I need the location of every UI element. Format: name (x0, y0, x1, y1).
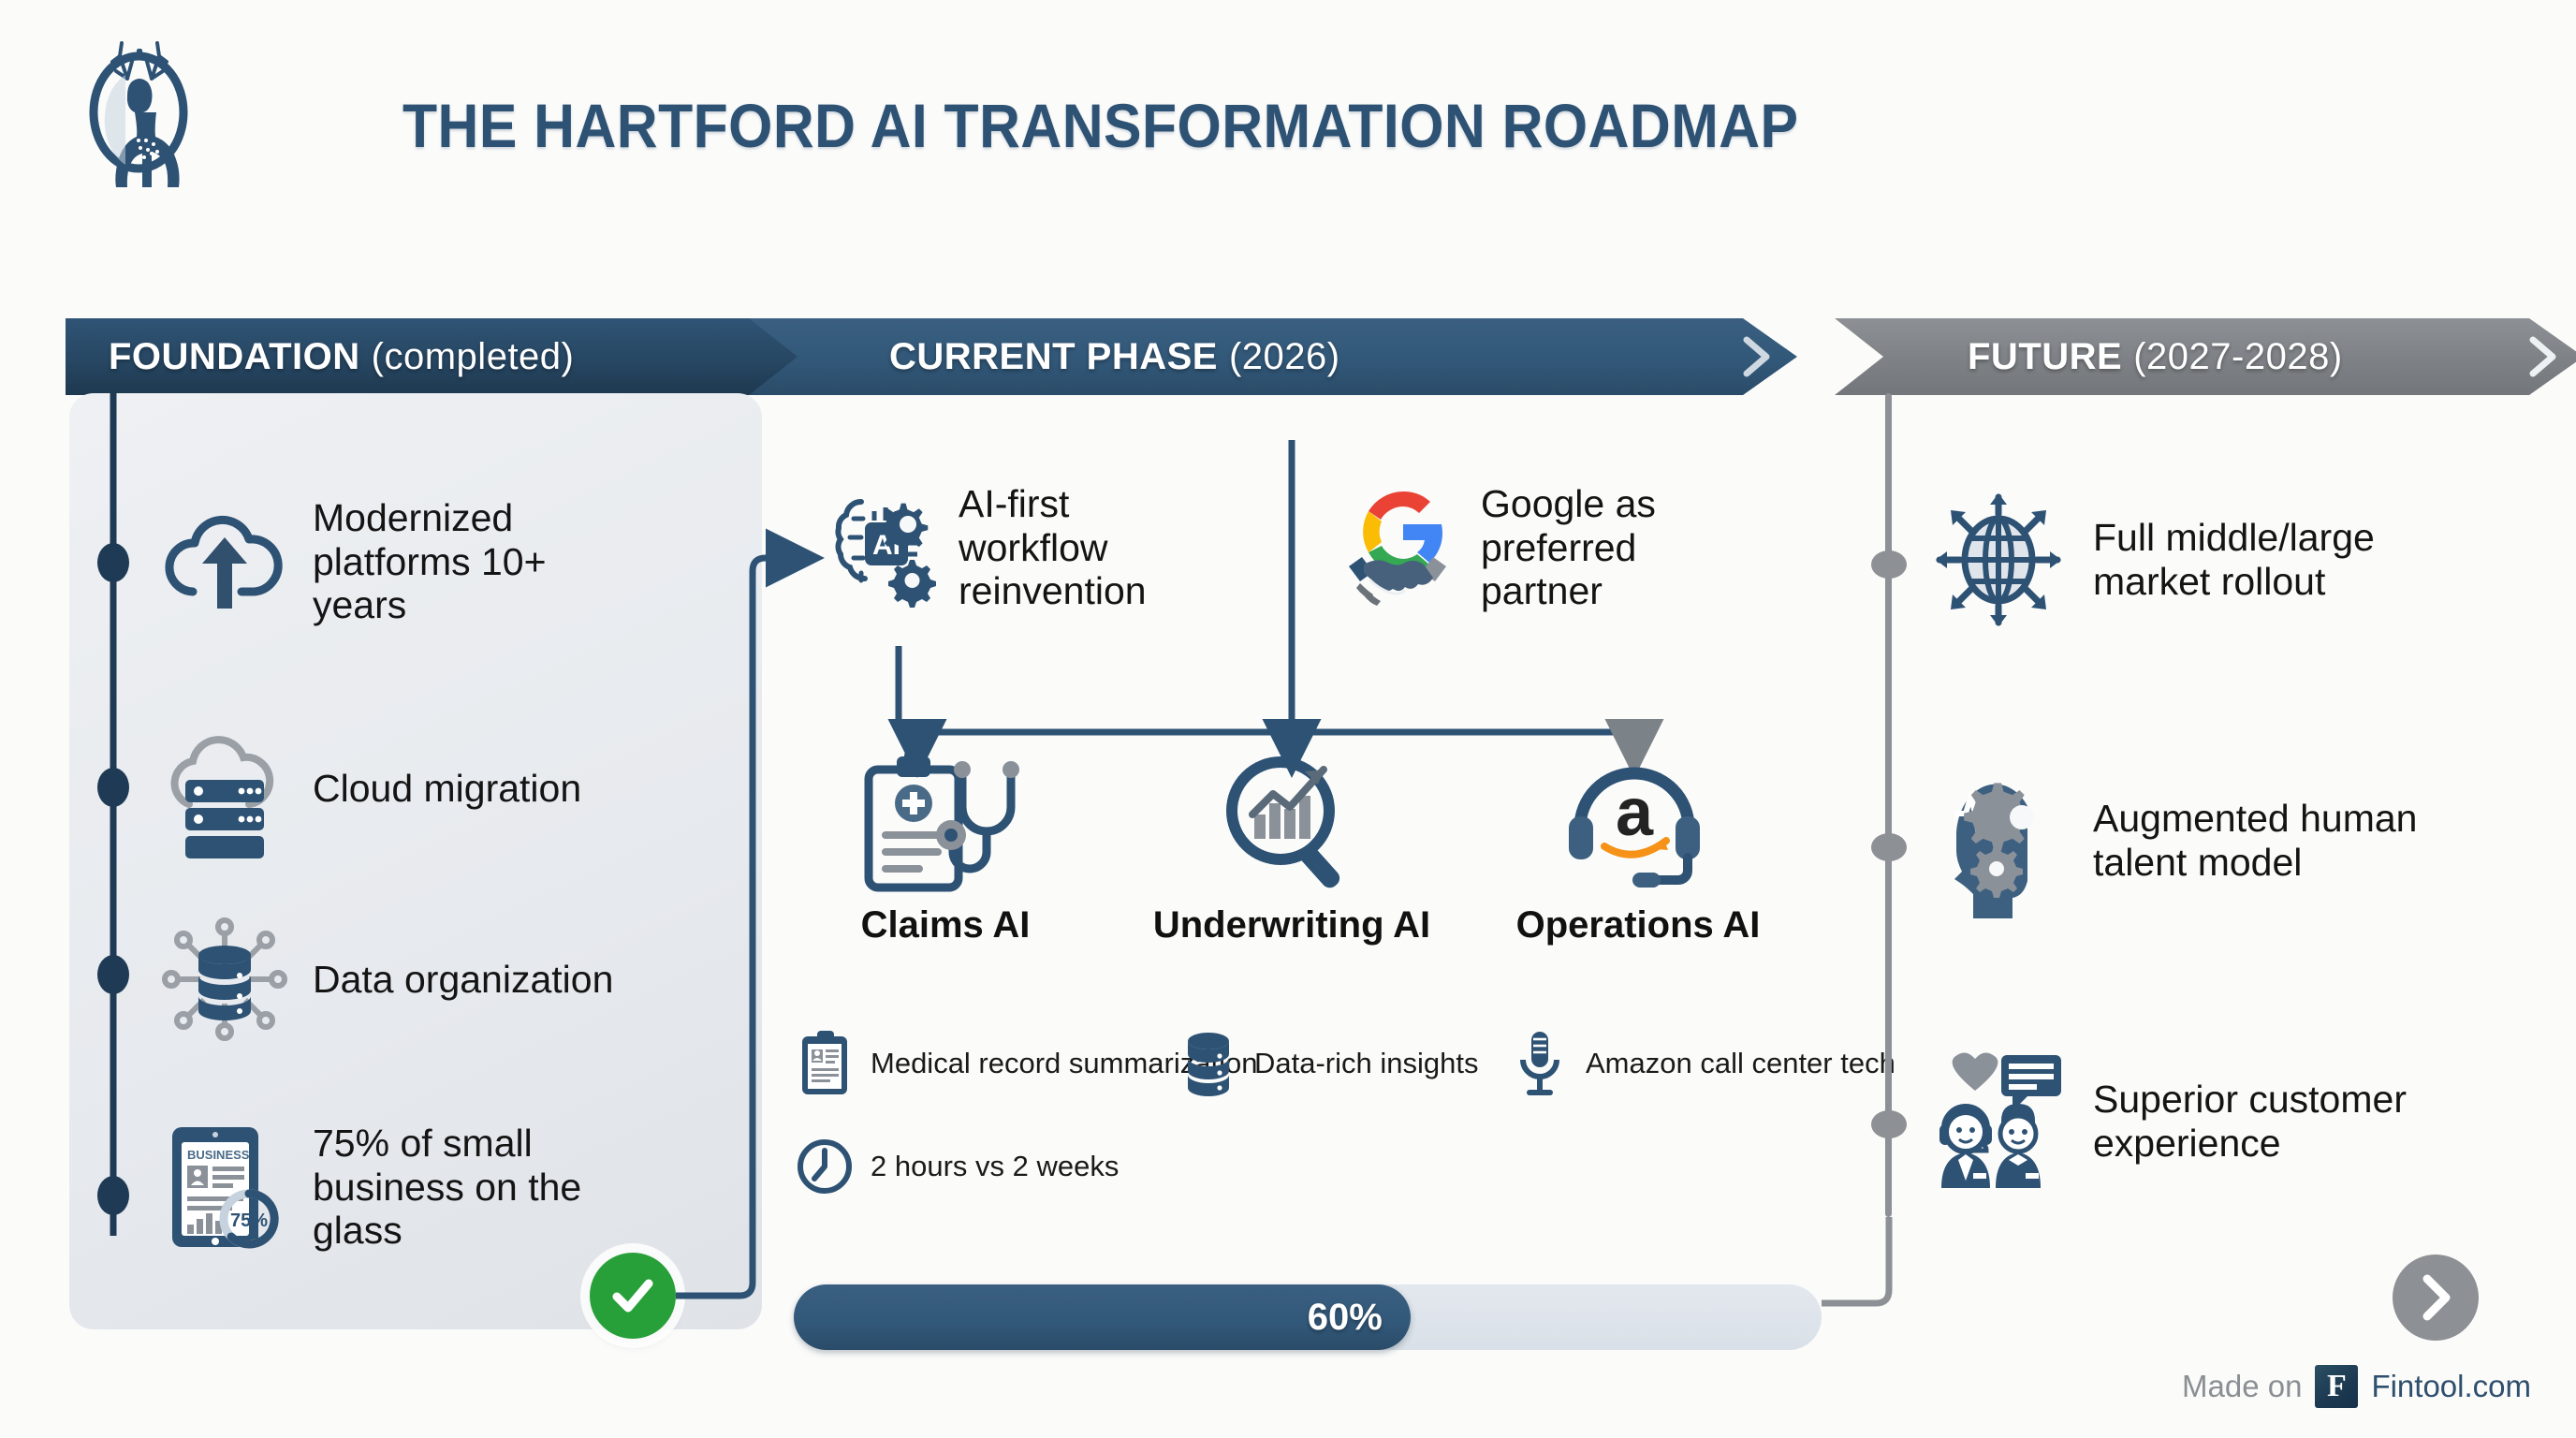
clock-icon (794, 1133, 856, 1200)
phase-status-current: (2026) (1228, 335, 1340, 377)
detail-2-hours-vs-2-weeks[interactable]: 2 hours vs 2 weeks (794, 1133, 1119, 1200)
phase-name-current: CURRENT PHASE (889, 335, 1218, 377)
current-item-google-partner[interactable]: Google as preferred partner (1346, 482, 1734, 613)
page-title: THE HARTFORD AI TRANSFORMATION ROADMAP (402, 91, 1799, 160)
timeline-dot-foundation-1 (97, 543, 129, 582)
chevron-right-icon[interactable] (2393, 1255, 2479, 1341)
phase-banner-current[interactable]: CURRENT PHASE (2026) (749, 318, 1797, 395)
support-agents-icon (1928, 1052, 2069, 1188)
detail-amazon-call-center-tech[interactable]: Amazon call center tech (1509, 1030, 1895, 1097)
detail-label: Data-rich insights (1254, 1046, 1479, 1079)
phase-status-foundation: (completed) (371, 335, 575, 377)
future-item-market-rollout[interactable]: Full middle/large market rollout (1928, 493, 2467, 626)
pillar-underwriting-ai[interactable]: Underwriting AI (1151, 749, 1432, 946)
google-handshake-icon (1346, 492, 1460, 607)
check-circle-icon (590, 1253, 676, 1339)
progress-fill: 60% (794, 1284, 1411, 1350)
foundation-item-label: Data organization (313, 957, 614, 1001)
cloud-upload-icon (161, 502, 288, 622)
detail-label: 2 hours vs 2 weeks (871, 1149, 1120, 1182)
svg-text:BUSINESS: BUSINESS (187, 1148, 250, 1162)
chevron-right-icon (2527, 335, 2559, 378)
ai-brain-gear-icon: AI (824, 492, 938, 609)
foundation-item-cloud-migration[interactable]: Cloud migration (161, 728, 582, 858)
future-item-customer-experience[interactable]: Superior customer experience (1928, 1052, 2467, 1188)
progress-track[interactable]: 60% (794, 1284, 1822, 1350)
magnifier-chart-icon (1151, 749, 1432, 899)
cloud-server-icon (161, 728, 288, 858)
detail-label: Amazon call center tech (1586, 1046, 1895, 1079)
pillar-operations-ai[interactable]: a Operations AI (1498, 749, 1778, 946)
svg-text:a: a (1616, 775, 1654, 850)
future-timeline-line (1885, 393, 1892, 1217)
phase-name-future: FUTURE (1968, 335, 2123, 377)
pillar-claims-ai[interactable]: Claims AI (805, 747, 1086, 946)
future-item-augmented-talent[interactable]: Augmented human talent model (1928, 775, 2467, 918)
future-item-label: Full middle/large market rollout (2093, 516, 2375, 603)
hartford-stag-logo (73, 30, 204, 198)
timeline-dot-foundation-3 (97, 955, 129, 994)
timeline-dot-foundation-4 (97, 1176, 129, 1215)
svg-text:75%: 75% (230, 1211, 268, 1231)
foundation-item-data-organization[interactable]: Data organization (161, 917, 614, 1041)
phase-name-foundation: FOUNDATION (109, 335, 360, 377)
pillar-label: Operations AI (1515, 904, 1761, 946)
detail-data-rich-insights[interactable]: Data-rich insights (1178, 1030, 1478, 1097)
foundation-item-label: Modernized platforms 10+ years (313, 496, 547, 627)
foundation-item-business-on-glass[interactable]: BUSINESS 75% 75% of small business on th… (161, 1122, 622, 1253)
amazon-headset-icon: a (1498, 749, 1778, 899)
current-item-label: AI-first workflow reinvention (959, 482, 1147, 613)
foundation-item-modernized-platforms[interactable]: Modernized platforms 10+ years (161, 496, 622, 627)
timeline-dot-future-3 (1871, 1110, 1907, 1138)
foundation-item-label: Cloud migration (313, 766, 582, 810)
pillar-label: Underwriting AI (1152, 904, 1431, 946)
chevron-right-icon (1741, 335, 1773, 378)
globe-expand-icon (1928, 493, 2069, 626)
medical-record-icon (794, 1030, 856, 1097)
database-stack-icon (1178, 1030, 1239, 1097)
microphone-icon (1509, 1030, 1571, 1097)
clipboard-stethoscope-icon (805, 747, 1086, 899)
head-gears-icon (1928, 775, 2069, 918)
future-item-label: Augmented human talent model (2093, 797, 2418, 884)
current-item-ai-first-workflow[interactable]: AI AI-first workflow reinvention (824, 482, 1211, 613)
phase-banner-foundation[interactable]: FOUNDATION (completed) (66, 318, 805, 395)
timeline-dot-future-1 (1871, 550, 1907, 579)
timeline-dot-future-2 (1871, 833, 1907, 861)
current-item-label: Google as preferred partner (1481, 482, 1656, 613)
timeline-dot-foundation-2 (97, 768, 129, 807)
footer-site-label: Fintool.com (2371, 1369, 2531, 1403)
phase-banner-future[interactable]: FUTURE (2027-2028) (1835, 318, 2576, 395)
phase-status-future: (2027-2028) (2133, 335, 2343, 377)
footer-branding[interactable]: Made on F Fintool.com (2182, 1365, 2531, 1408)
pillar-label: Claims AI (860, 904, 1031, 946)
progress-label: 60% (1307, 1296, 1383, 1338)
future-item-label: Superior customer experience (2093, 1078, 2407, 1165)
footer-made-on-label: Made on (2182, 1369, 2303, 1403)
database-network-icon (161, 917, 288, 1041)
fintool-logo-icon: F (2315, 1365, 2359, 1408)
foundation-timeline-line (110, 393, 116, 1236)
tablet-business-chart-icon: BUSINESS 75% (161, 1127, 288, 1249)
foundation-item-label: 75% of small business on the glass (313, 1122, 582, 1253)
